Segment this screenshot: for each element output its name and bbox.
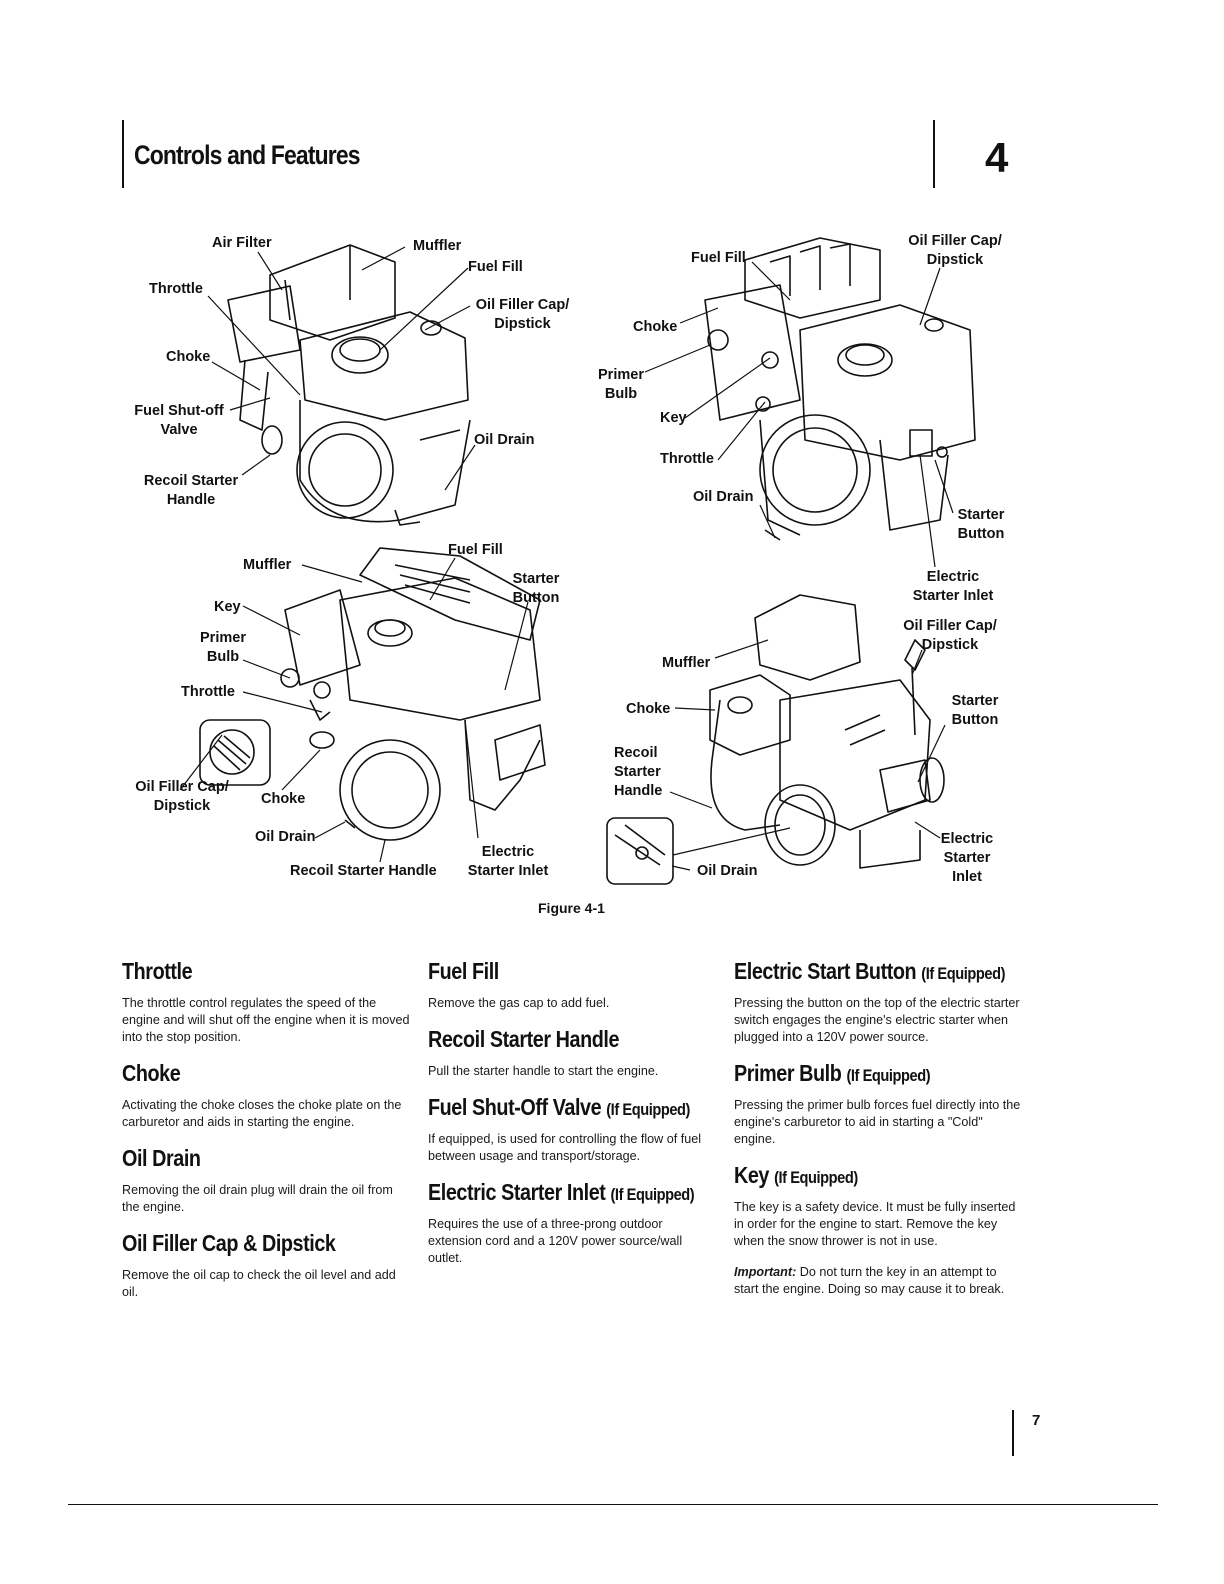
label-recoil-handle: Recoil Starter Handle (290, 863, 437, 879)
heading-start-button-sub: (If Equipped) (921, 964, 1006, 983)
label-starter-button: Starter Button (957, 507, 1005, 542)
heading-primer-bulb-sub: (If Equipped) (846, 1066, 931, 1085)
text-fuel-shutoff: If equipped, is used for controlling the… (428, 1132, 702, 1163)
label-electric-inlet: Electric Starter Inlet (467, 844, 549, 879)
label-oil-drain: Oil Drain (697, 863, 758, 879)
column-3: Electric Start Button (If Equipped) Pres… (734, 958, 1024, 1312)
important-label: Important: (734, 1265, 797, 1279)
chapter-number: 4 (985, 134, 1009, 181)
heading-primer-bulb-title: Primer Bulb (734, 1060, 842, 1086)
section-title: Controls and Features (134, 140, 361, 170)
label-throttle: Throttle (660, 451, 714, 467)
heading-oil-filler: Oil Filler Cap & Dipstick (122, 1230, 336, 1256)
text-fuel-fill: Remove the gas cap to add fuel. (428, 996, 610, 1010)
label-electric-inlet: Electric Starter Inlet (940, 831, 994, 885)
label-fuel-fill: Fuel Fill (448, 542, 503, 558)
footer-page-rule (1012, 1410, 1014, 1456)
label-oil-filler: Oil Filler Cap/ Dipstick (908, 233, 1002, 268)
label-throttle: Throttle (149, 281, 203, 297)
text-primer-bulb: Pressing the primer bulb forces fuel dir… (734, 1098, 1021, 1146)
heading-fuel-fill: Fuel Fill (428, 958, 499, 984)
column-2: Fuel Fill Remove the gas cap to add fuel… (428, 958, 718, 1281)
text-start-button: Pressing the button on the top of the el… (734, 996, 1020, 1044)
label-key: Key (214, 599, 241, 615)
heading-start-button: Electric Start Button (If Equipped) (734, 958, 1005, 985)
heading-electric-inlet-title: Electric Starter Inlet (428, 1179, 606, 1205)
label-primer-bulb: Primer Bulb (200, 630, 246, 665)
heading-choke: Choke (122, 1060, 181, 1086)
label-oil-drain: Oil Drain (693, 489, 754, 505)
heading-fuel-shutoff: Fuel Shut-Off Valve (If Equipped) (428, 1094, 690, 1121)
label-choke: Choke (166, 349, 211, 365)
label-recoil-handle: Recoil Starter Handle (143, 473, 239, 508)
header-left-rule (122, 120, 124, 188)
heading-throttle: Throttle (122, 958, 193, 984)
label-oil-filler: Oil Filler Cap/ Dipstick (135, 779, 229, 814)
label-choke: Choke (633, 319, 678, 335)
engine-3-illustration (199, 547, 546, 841)
label-muffler: Muffler (243, 557, 292, 573)
label-oil-drain: Oil Drain (255, 829, 316, 845)
engine-4-illustration (606, 594, 945, 885)
page-number: 7 (1032, 1412, 1041, 1429)
text-key: The key is a safety device. It must be f… (734, 1200, 1016, 1248)
label-choke: Choke (261, 791, 306, 807)
label-recoil-handle: Recoil Starter Handle (614, 745, 663, 799)
heading-key-title: Key (734, 1162, 770, 1188)
heading-fuel-shutoff-title: Fuel Shut-Off Valve (428, 1094, 602, 1120)
label-starter-button: Starter Button (512, 571, 560, 606)
heading-recoil-handle: Recoil Starter Handle (428, 1026, 620, 1052)
label-muffler: Muffler (662, 655, 711, 671)
heading-start-button-title: Electric Start Button (734, 958, 917, 984)
label-electric-inlet: Electric Starter Inlet (912, 569, 994, 604)
label-primer-bulb: Primer Bulb (598, 367, 644, 402)
text-throttle: The throttle control regulates the speed… (122, 996, 410, 1044)
heading-fuel-shutoff-sub: (If Equipped) (606, 1100, 690, 1119)
text-recoil-handle: Pull the starter handle to start the eng… (428, 1064, 659, 1078)
footer-bottom-rule (68, 1504, 1158, 1505)
label-oil-drain: Oil Drain (474, 432, 535, 448)
label-oil-filler: Oil Filler Cap/ Dipstick (475, 297, 570, 332)
label-starter-button: Starter Button (951, 693, 999, 728)
heading-primer-bulb: Primer Bulb (If Equipped) (734, 1060, 983, 1087)
heading-electric-inlet-sub: (If Equipped) (610, 1185, 695, 1204)
text-oil-filler: Remove the oil cap to check the oil leve… (122, 1268, 396, 1299)
label-fuel-fill: Fuel Fill (468, 259, 523, 275)
important-text: Do not turn the key in an attempt to sta… (734, 1265, 1005, 1296)
label-key: Key (660, 410, 687, 426)
label-fuel-fill: Fuel Fill (691, 250, 746, 266)
label-fuel-shutoff: Fuel Shut-off Valve (134, 403, 224, 438)
label-choke: Choke (626, 701, 671, 717)
text-oil-drain: Removing the oil drain plug will drain t… (122, 1183, 393, 1214)
label-oil-filler: Oil Filler Cap/ Dipstick (903, 618, 997, 653)
label-throttle: Throttle (181, 684, 235, 700)
figure-caption: Figure 4-1 (538, 900, 605, 916)
heading-key: Key (If Equipped) (734, 1162, 983, 1189)
header-right-rule (933, 120, 935, 188)
heading-key-sub: (If Equipped) (774, 1168, 858, 1187)
heading-oil-drain: Oil Drain (122, 1145, 201, 1171)
label-muffler: Muffler (413, 238, 462, 254)
column-1: Throttle The throttle control regulates … (122, 958, 412, 1315)
text-choke: Activating the choke closes the choke pl… (122, 1098, 402, 1129)
label-air-filter: Air Filter (212, 235, 272, 251)
heading-electric-inlet: Electric Starter Inlet (If Equipped) (428, 1179, 695, 1206)
text-electric-inlet: Requires the use of a three-prong outdoo… (428, 1217, 683, 1265)
engine-1-illustration (227, 244, 471, 526)
text-important: Important: Do not turn the key in an att… (734, 1264, 1024, 1298)
